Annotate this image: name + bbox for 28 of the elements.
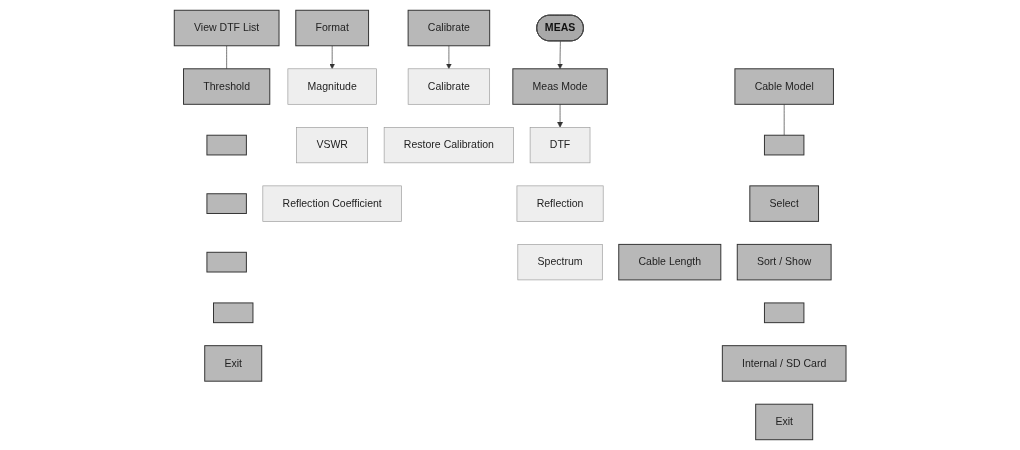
node-box — [212, 302, 254, 324]
node-box: Calibrate — [407, 68, 490, 105]
node-box: Internal / SD Card — [721, 345, 847, 382]
node-box: Exit — [755, 403, 814, 441]
node-box — [763, 302, 805, 324]
connector — [226, 45, 227, 70]
node-box — [206, 134, 247, 156]
node-box: Calibrate — [407, 9, 491, 47]
node-box: View DTF List — [173, 9, 280, 47]
node-box: DTF — [529, 127, 591, 164]
node-box: Cable Length — [618, 243, 722, 281]
node-box: Reflection — [516, 185, 604, 222]
node-box: Exit — [204, 345, 263, 382]
node-box: Meas Mode — [512, 68, 608, 105]
node-box — [763, 134, 805, 156]
connector — [783, 104, 785, 136]
node-box: Sort / Show — [736, 243, 832, 281]
node-box: Threshold — [182, 68, 271, 105]
node-box — [206, 251, 247, 273]
node-box: Restore Calibration — [383, 127, 514, 164]
node-box: Reflection Coefficient — [262, 185, 402, 222]
node-box: Magnitude — [287, 68, 377, 105]
node-box: Select — [749, 185, 819, 222]
node-box — [206, 193, 247, 214]
node-box: VSWR — [296, 127, 368, 164]
node-box: Format — [295, 9, 369, 47]
node-box: Cable Model — [734, 68, 834, 105]
node-box: Spectrum — [517, 244, 603, 281]
